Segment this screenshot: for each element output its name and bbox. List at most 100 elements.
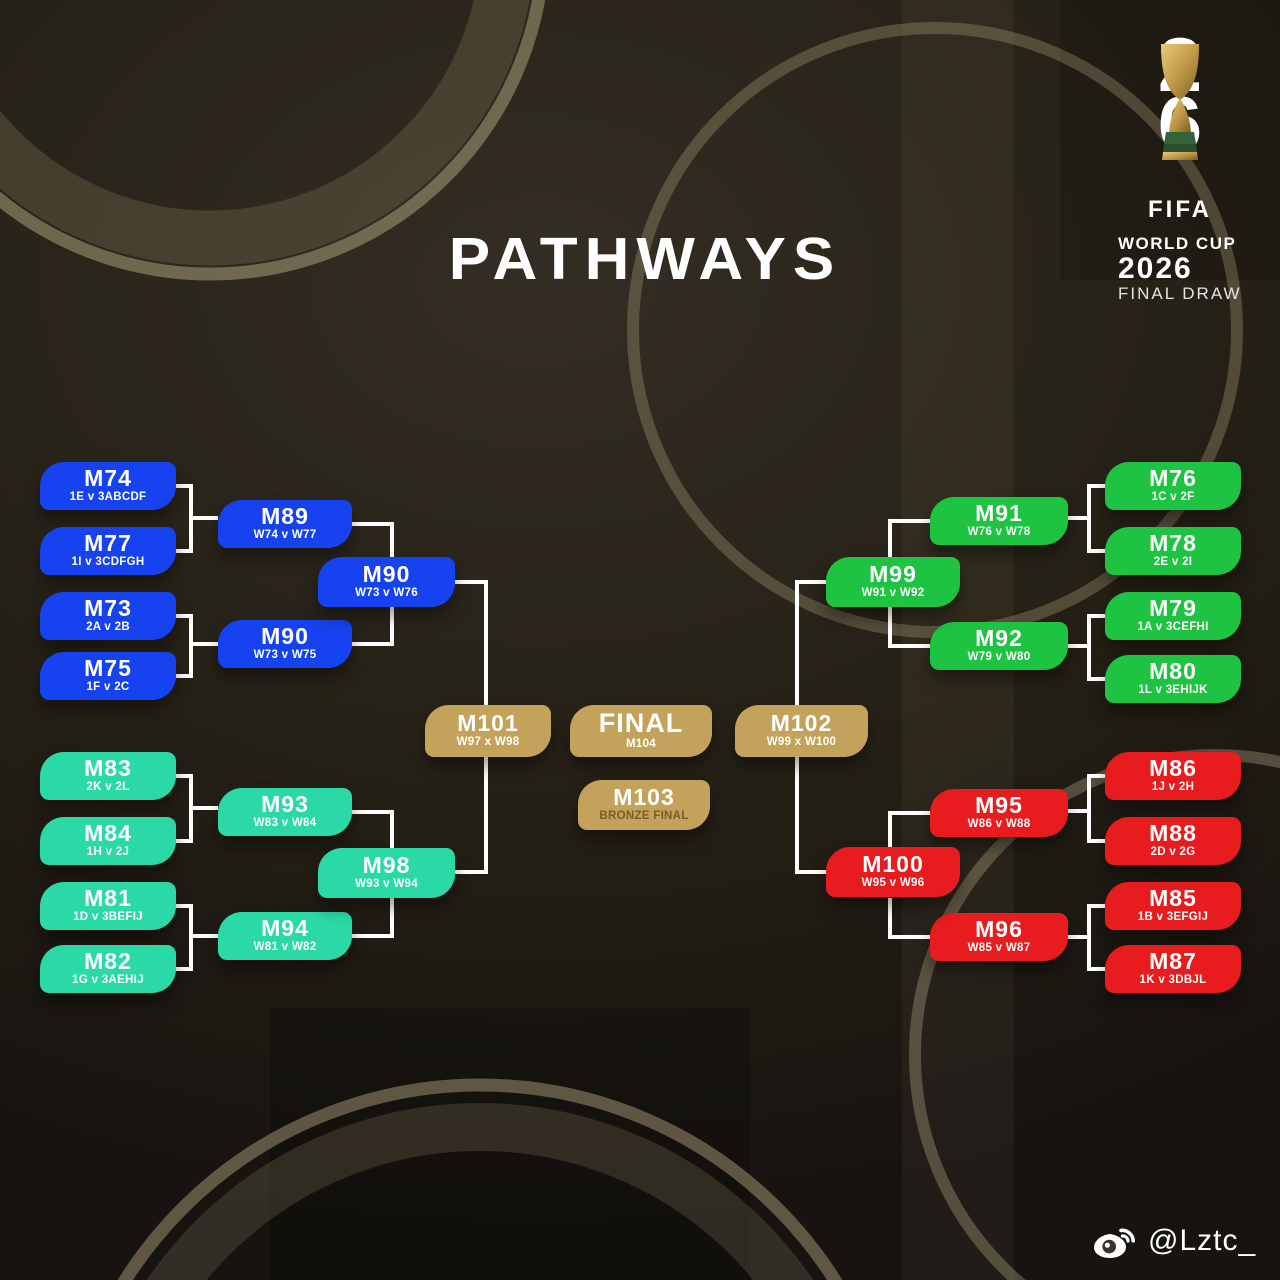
connector [1087, 904, 1091, 971]
connector [797, 580, 826, 584]
match-id: M93 [261, 791, 309, 818]
match-id: M90 [362, 561, 411, 588]
match-pairing: 2K v 2L [86, 781, 130, 794]
match-pairing: 1L v 3EHIJK [1138, 684, 1208, 697]
match-pairing: 2E v 2I [1153, 556, 1193, 569]
match-pairing: 2A v 2B [86, 621, 130, 634]
match-pairing: 1F v 2C [86, 681, 130, 694]
match-id: M100 [862, 851, 924, 878]
logo-26-mark: 2 6 [1118, 27, 1242, 194]
logo-year-text: 2026 [1118, 252, 1193, 285]
logo-final-draw-text: FINAL DRAW [1118, 284, 1242, 303]
connector [484, 757, 488, 874]
connector [888, 811, 892, 847]
match-id: M75 [84, 655, 132, 682]
connector [390, 898, 394, 938]
match-pairing: W73 v W76 [355, 587, 418, 600]
match-id: M87 [1149, 948, 1197, 975]
watermark-handle: @Lztc_ [1148, 1224, 1257, 1257]
connector [888, 644, 930, 648]
connector [176, 614, 193, 618]
connector [352, 810, 394, 814]
match-id: M81 [84, 885, 132, 912]
match-id: M82 [84, 948, 132, 975]
connector [1087, 677, 1105, 681]
connector [176, 967, 193, 971]
match-pairing: W74 v W77 [253, 529, 317, 542]
connector [484, 580, 488, 705]
match-pairing: 1A v 3CEFHI [1137, 621, 1209, 634]
connector [888, 607, 892, 648]
connector [1087, 484, 1091, 553]
connector [352, 934, 394, 938]
connector [390, 810, 394, 848]
match-pairing: W81 v W82 [253, 941, 317, 954]
connector [1087, 904, 1105, 908]
match-pairing: W73 v W75 [253, 649, 317, 662]
match-id: M89 [261, 503, 309, 530]
match-pairing: 1G v 3AEHIJ [72, 974, 144, 987]
match-id: M83 [84, 755, 132, 782]
match-pairing: W99 x W100 [766, 736, 837, 749]
match-pairing: 1H v 2J [86, 846, 130, 859]
connector [176, 904, 193, 908]
connector [888, 519, 930, 523]
match-id: M84 [84, 820, 132, 847]
connector [455, 580, 488, 584]
page-title: PATHWAYS [448, 226, 842, 293]
connector [797, 870, 826, 874]
connector [1068, 516, 1087, 520]
match-id: M103 [613, 784, 675, 811]
match-pairing: W83 v W84 [253, 817, 317, 830]
match-pairing: 2D v 2G [1150, 846, 1196, 859]
connector [888, 898, 892, 939]
match-id: M90 [261, 623, 309, 650]
connector [189, 614, 193, 678]
match-pairing: W79 v W80 [967, 651, 1031, 664]
match-id: M101 [457, 710, 519, 737]
connector [176, 774, 193, 778]
weibo-icon [1094, 1228, 1135, 1258]
connector [795, 757, 799, 874]
match-id: M85 [1149, 885, 1197, 912]
match-id: M73 [84, 595, 132, 622]
match-pairing: W85 v W87 [967, 942, 1031, 955]
connector [795, 580, 799, 705]
fifa-world-cup-2026-logo: 2 6 FIFA WORLD CUP 2026 FINAL DRAW [1118, 27, 1242, 304]
connector [1068, 935, 1087, 939]
match-pairing: M104 [626, 738, 656, 751]
logo-world-cup-text: WORLD CUP [1118, 234, 1237, 253]
connector [1087, 839, 1105, 843]
connector [390, 607, 394, 646]
match-pairing: BRONZE FINAL [599, 810, 689, 823]
connector [189, 642, 218, 646]
match-pairing: W93 v W94 [355, 878, 418, 891]
connector [1087, 549, 1105, 553]
connector [189, 934, 218, 938]
match-id: FINAL [598, 708, 684, 739]
